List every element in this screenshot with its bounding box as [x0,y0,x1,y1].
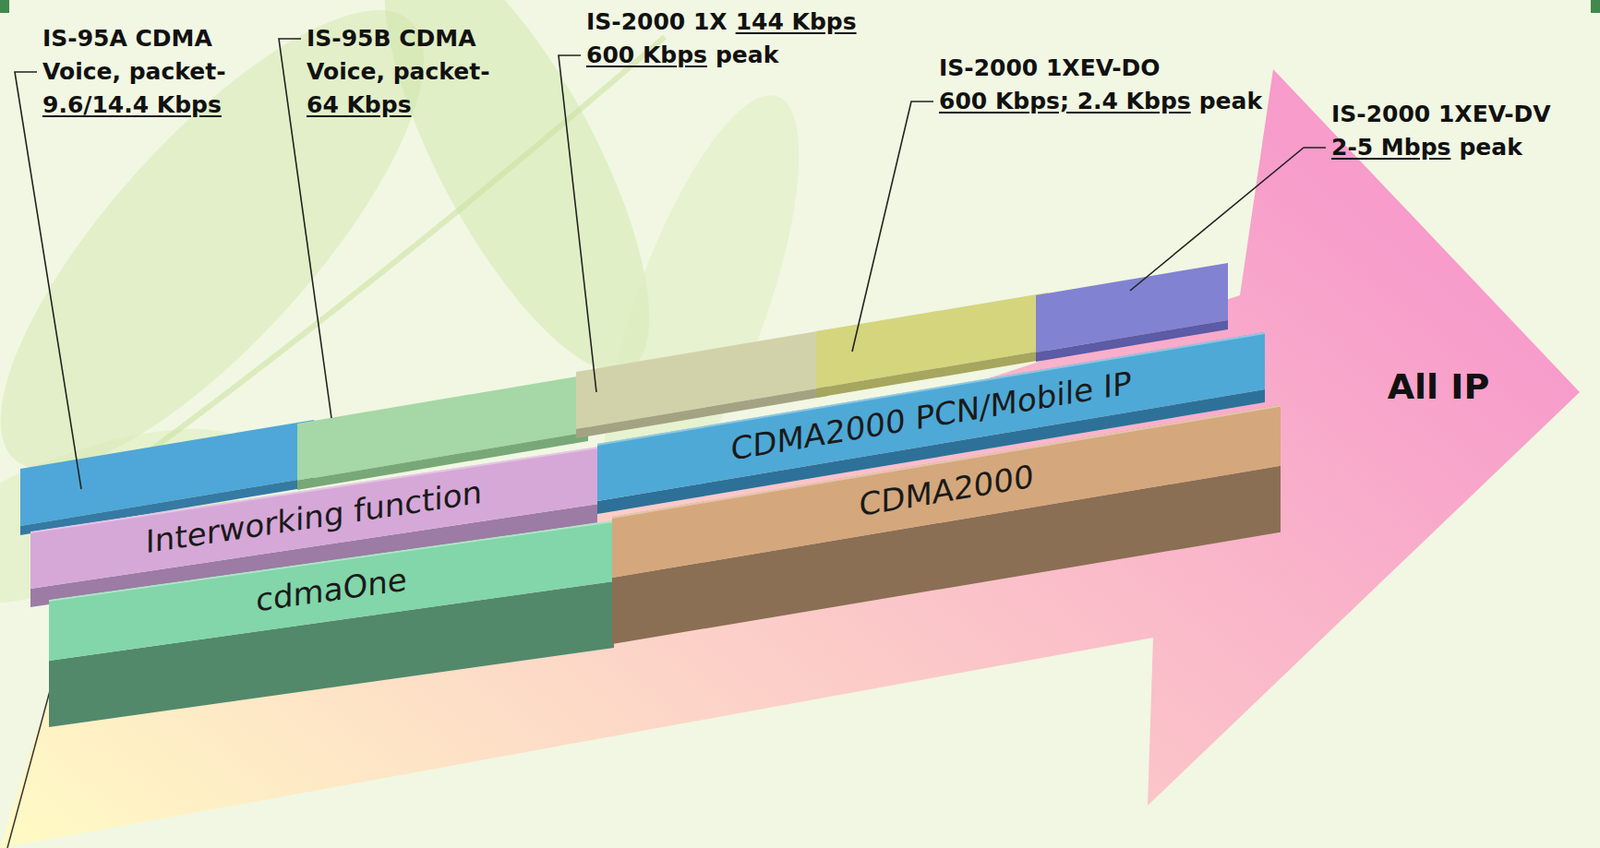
corner-mark [0,0,10,13]
leader-line [278,38,332,419]
band-label: cdmaOne [255,562,407,620]
arrow-label: All IP [1387,366,1491,410]
arrow-body [0,69,1580,848]
callout-row: 600 Kbps; 2.4 Kbpspeak [938,84,1263,119]
callout-text: 2-5 Mbps [1331,131,1451,165]
callout-row: IS-95A CDMA [42,22,213,56]
callout-text: peak [1458,131,1522,165]
callout-block: IS-2000 1X144 Kbps600 Kbpspeak [586,5,857,73]
callout-text: IS-95A CDMA [42,22,213,56]
callout-row: 9.6/14.4 Kbps [42,88,222,122]
callout-row: 2-5 Mbpspeak [1331,131,1523,165]
leader-line [852,101,934,352]
callout-text: IS-2000 1X [586,5,728,39]
callout-row: Voice, packet- [42,55,227,89]
callout-row: Voice, packet- [306,55,491,89]
callout-text: IS-95B CDMA [306,22,477,56]
callout-row: IS-2000 1XEV-DV [1331,97,1552,132]
leader-line [1130,147,1326,291]
callout-row: IS-2000 1X144 Kbps [586,5,857,39]
callout-text: Voice, packet- [42,55,227,89]
callout-block: IS-2000 1XEV-DO600 Kbps; 2.4 Kbpspeak [938,51,1263,119]
callout-text: Voice, packet- [306,55,491,89]
callout-text: IS-2000 1XEV-DV [1331,97,1552,132]
leader-line [14,72,82,490]
callout-row: IS-95B CDMA [306,22,477,56]
callout-text: 600 Kbps; 2.4 Kbps [938,84,1191,119]
leader-line [558,55,597,393]
callout-row: 600 Kbpspeak [586,38,779,73]
callout-row: 64 Kbps [306,88,412,122]
callout-text: peak [715,38,779,73]
arrow-text: All IP [1387,366,1491,410]
callout-text: 9.6/14.4 Kbps [42,88,222,122]
arrow-tail-edge [7,687,51,848]
callout-text: IS-2000 1XEV-DO [938,51,1161,85]
callout-text: 144 Kbps [735,5,857,39]
callout-text: peak [1199,84,1263,119]
callout-block: IS-95A CDMAVoice, packet-9.6/14.4 Kbps [42,22,227,122]
callout-text: 64 Kbps [306,88,412,122]
callout-block: IS-95B CDMAVoice, packet-64 Kbps [306,22,491,122]
callout-text: 600 Kbps [586,38,708,73]
corner-mark [1590,0,1600,13]
callout-block: IS-2000 1XEV-DV2-5 Mbpspeak [1331,97,1552,165]
callout-row: IS-2000 1XEV-DO [938,51,1161,85]
